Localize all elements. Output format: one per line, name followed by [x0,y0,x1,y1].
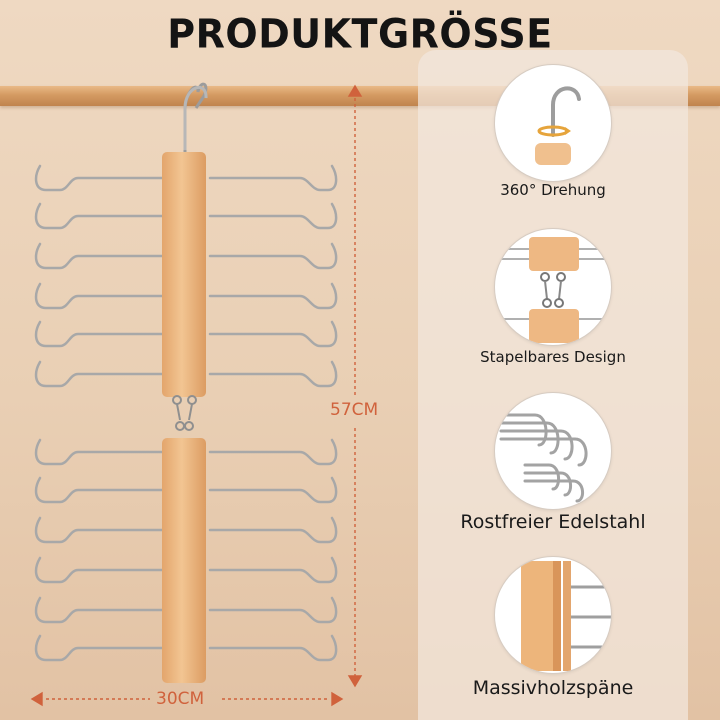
width-dimension-label: 30CM [156,689,205,709]
upper-wood-bar [162,152,206,397]
feature-label-wood: Massivholzspäne [472,677,634,699]
upper-arms [34,164,338,388]
steel-hooks-icon [494,392,612,510]
stackable-link-icon [494,228,612,346]
dimension-lines [30,84,363,707]
lower-arms [34,438,338,662]
height-dimension-label: 57CM [330,400,379,420]
connector-links [172,395,197,431]
swivel-hook-icon [494,64,612,182]
feature-label-stackable: Stapelbares Design [480,348,626,366]
lower-wood-bar [162,438,206,683]
feature-label-steel: Rostfreier Edelstahl [460,511,646,533]
solid-wood-icon [494,556,612,674]
feature-label-swivel: 360° Drehung [500,181,606,199]
page-title: PRODUKTGRÖSSE [167,10,553,58]
